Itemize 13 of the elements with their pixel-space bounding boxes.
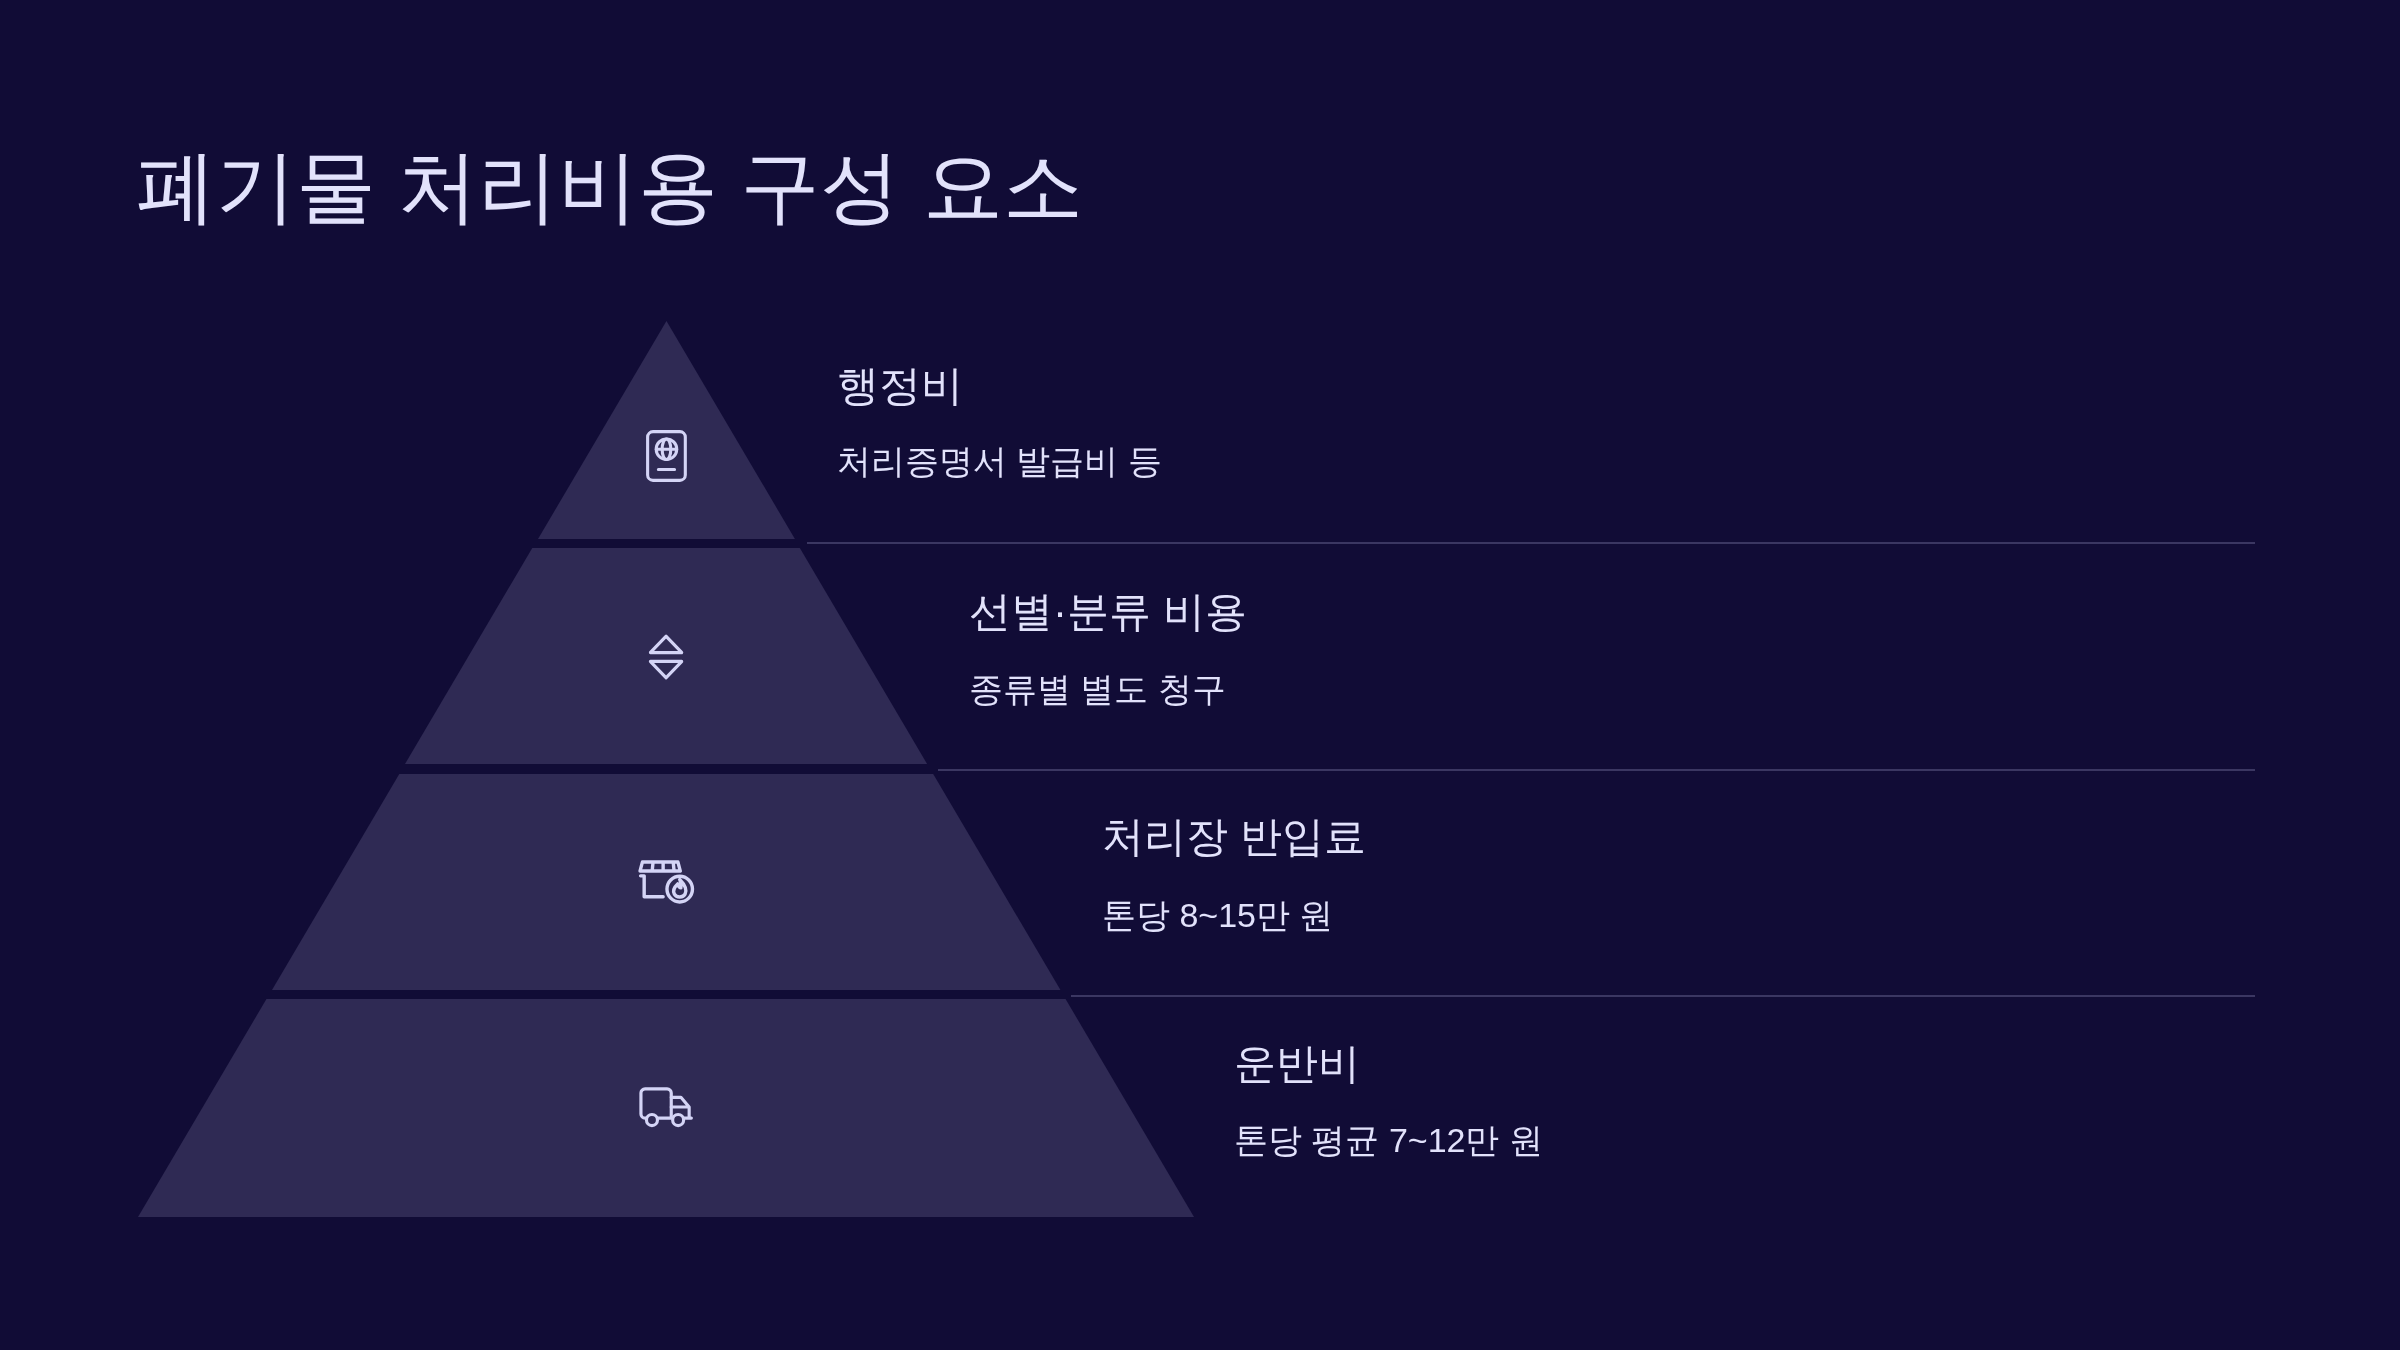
tier-heading: 선별·분류 비용 [969, 586, 1247, 637]
tier-description: 종류별 별도 청구 [969, 668, 1226, 710]
tier-heading: 행정비 [837, 360, 963, 411]
tier-description: 처리증명서 발급비 등 [837, 440, 1162, 482]
pyramid-tier [404, 548, 928, 764]
pyramid-tier [537, 321, 795, 539]
tier-heading: 운반비 [1234, 1038, 1360, 1089]
pyramid-tier [271, 774, 1061, 990]
tier-description: 톤당 평균 7~12만 원 [1234, 1119, 1543, 1161]
tier-description: 톤당 8~15만 원 [1102, 894, 1334, 936]
tier-heading: 처리장 반입료 [1102, 811, 1366, 862]
slide-title: 폐기물 처리비용 구성 요소 [136, 141, 1083, 233]
pyramid-tier [138, 999, 1194, 1217]
